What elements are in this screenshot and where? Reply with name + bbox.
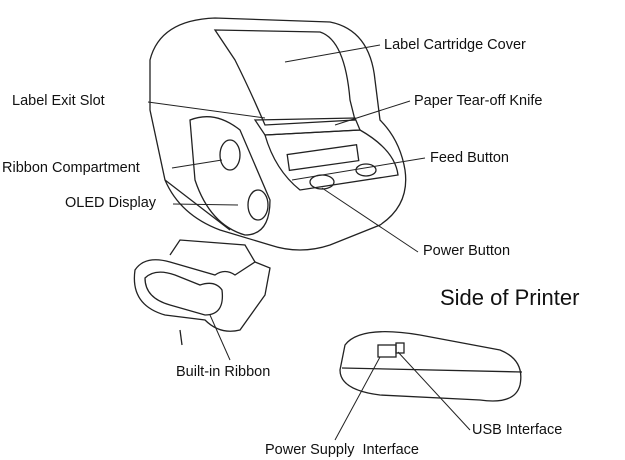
ribbon-cartridge — [133, 239, 271, 346]
label-cartridge-cover: Label Cartridge Cover — [384, 37, 526, 53]
label-power-button: Power Button — [423, 243, 511, 259]
label-usb-interface: USB Interface — [472, 422, 563, 438]
label-exit-slot: Label Exit Slot — [12, 93, 105, 109]
printer-body — [149, 17, 407, 251]
label-power-supply-interface: Power Supply Interface — [265, 442, 419, 458]
label-feed-button: Feed Button — [430, 150, 509, 166]
label-ribbon-compartment: Ribbon Compartment — [2, 160, 140, 176]
label-oled-display: OLED Display — [65, 195, 157, 211]
label-built-in-ribbon: Built-in Ribbon — [176, 364, 271, 380]
leader-lines — [147, 44, 471, 441]
side-of-printer-title: Side of Printer — [440, 285, 580, 310]
label-tear-knife: Paper Tear-off Knife — [414, 93, 543, 109]
printer-side — [339, 331, 523, 402]
